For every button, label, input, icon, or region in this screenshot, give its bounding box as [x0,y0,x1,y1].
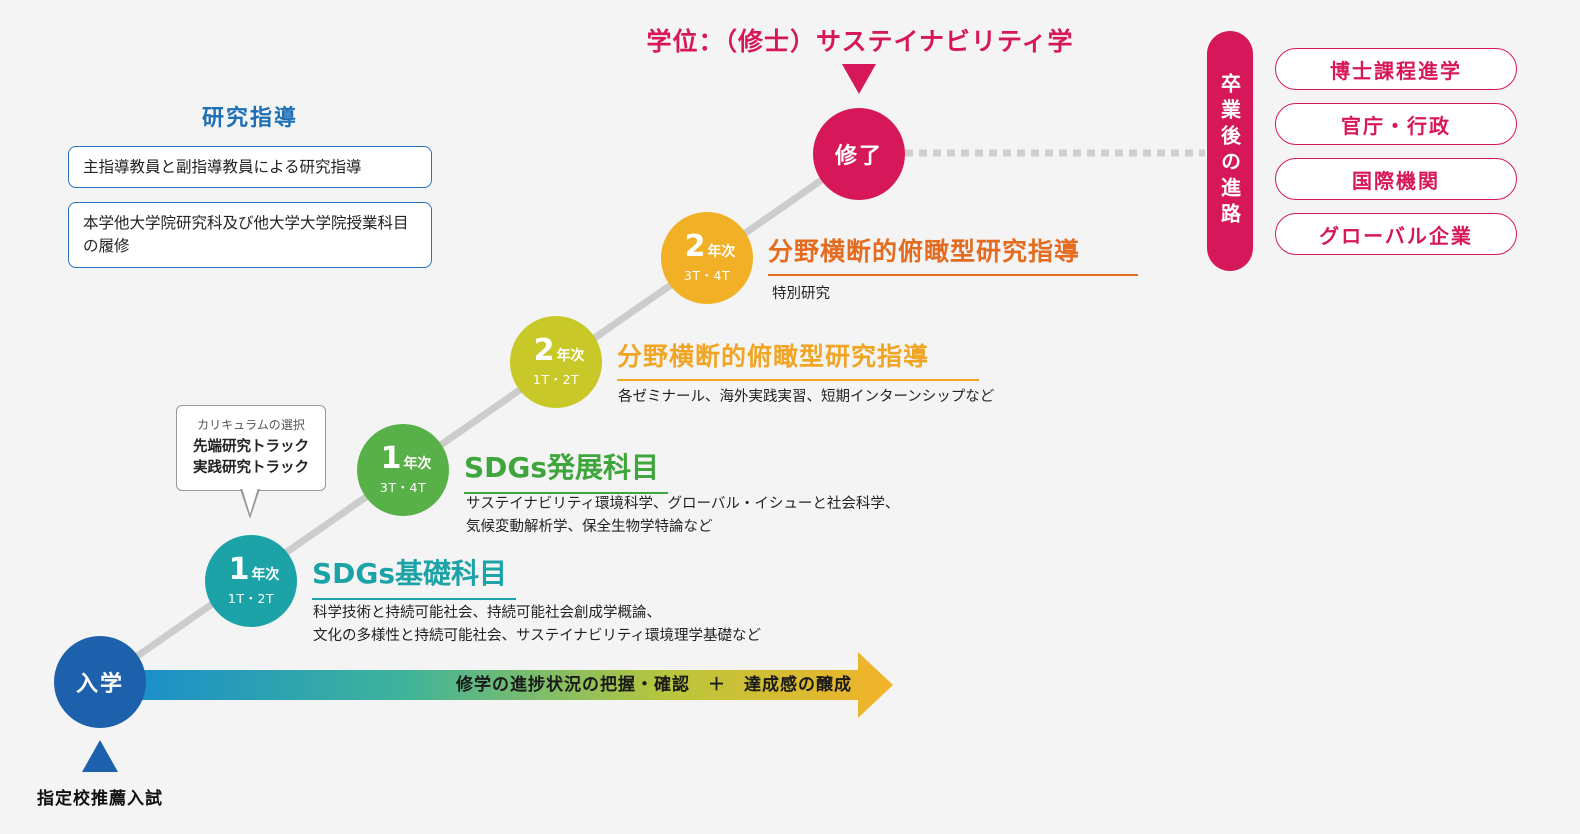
stage-title: SDGs発展科目 [464,446,668,494]
term-label: 3T・4T [683,268,731,283]
stage-description-line: 気候変動解析学、保全生物学特論など [466,519,713,535]
career-option: 国際機関 [1275,158,1517,200]
callout-option: 実践研究トラック [193,460,309,476]
research-guidance-item: 本学他大学院研究科及び他大学大学院授業科目の履修 [68,202,432,268]
stage-title: 分野横断的俯瞰型研究指導 [617,337,979,381]
year-row: 2 年次 [534,336,585,366]
progress-arrow-label: 修学の進捗状況の把握・確認 ＋ 達成感の醸成 [372,670,852,695]
progress-plus: ＋ [708,675,726,695]
year-row: 1 年次 [229,555,280,585]
year-unit: 年次 [556,348,585,364]
stage-description: 各ゼミナール、海外実践実習、短期インターンシップなど [618,386,1038,409]
year-row: 2 年次 [685,232,736,262]
curriculum-callout: カリキュラムの選択 先端研究トラック 実践研究トラック [176,405,326,491]
stage-circle-year2-second: 2 年次 3T・4T [661,212,753,304]
degree-pointer-triangle [842,64,876,94]
callout-tail-inner [242,488,258,514]
callout-option: 先端研究トラック [193,439,309,455]
degree-label: 学位：（修士）サステイナビリティ学 [646,27,1074,56]
year-unit: 年次 [403,456,432,472]
stage-description: 特別研究 [772,283,972,306]
completion-circle: 修了 [813,108,905,200]
stage-circle-year2-first: 2 年次 1T・2T [510,316,602,408]
stage-description-line: 文化の多様性と持続可能社会、サステイナビリティ環境理学基礎など [313,628,762,644]
progress-right-text: 達成感の醸成 [744,675,852,695]
stage-description-line: 各ゼミナール、海外実践実習、短期インターンシップなど [618,389,995,405]
year-number: 1 [228,552,250,587]
year-unit: 年次 [707,244,736,260]
stage-title: 分野横断的俯瞰型研究指導 [768,232,1138,276]
career-option: 博士課程進学 [1275,48,1517,90]
stage-description-line: 科学技術と持続可能社会、持続可能社会創成学概論、 [313,605,661,621]
term-label: 3T・4T [379,480,427,495]
year-number: 2 [533,333,555,368]
career-option: グローバル企業 [1275,213,1517,255]
year-row: 1 年次 [381,444,432,474]
career-option-label: 国際機関 [1352,168,1440,193]
career-option-label: グローバル企業 [1319,223,1473,248]
entry-pointer-triangle [82,740,118,772]
career-option-label: 博士課程進学 [1330,58,1462,83]
term-label: 1T・2T [532,372,580,387]
stage-description-line: サステイナビリティ環境科学、グローバル・イシューと社会科学、 [466,496,900,512]
progress-arrow [140,652,893,718]
entry-label: 指定校推薦入試 [37,789,163,809]
research-guidance-text: 主指導教員と副指導教員による研究指導 [83,157,362,176]
entry-circle-label: 入学 [75,672,124,697]
progress-left-text: 修学の進捗状況の把握・確認 [456,675,690,695]
callout-heading: カリキュラムの選択 [197,418,305,432]
entry-circle: 入学 [54,636,146,728]
stage-description: サステイナビリティ環境科学、グローバル・イシューと社会科学、 気候変動解析学、保… [466,493,946,539]
year-unit: 年次 [251,567,280,583]
research-guidance-title: 研究指導 [201,106,298,131]
completion-label: 修了 [834,144,883,169]
stage-circle-year1-first: 1 年次 1T・2T [205,535,297,627]
career-option: 官庁・行政 [1275,103,1517,145]
stage-description: 科学技術と持続可能社会、持続可能社会創成学概論、 文化の多様性と持続可能社会、サ… [313,602,833,648]
stage-title: SDGs基礎科目 [312,552,516,600]
stage-description-line: 特別研究 [772,286,830,302]
year-number: 2 [684,229,706,264]
year-number: 1 [380,441,402,476]
term-label: 1T・2T [227,591,275,606]
research-guidance-item: 主指導教員と副指導教員による研究指導 [68,146,432,188]
career-path-bar: 卒業後の進路 [1207,31,1253,271]
research-guidance-text: 本学他大学院研究科及び他大学大学院授業科目の履修 [83,214,409,255]
career-option-label: 官庁・行政 [1341,113,1451,138]
stage-circle-year1-second: 1 年次 3T・4T [357,424,449,516]
career-path-label: 卒業後の進路 [1217,73,1242,229]
